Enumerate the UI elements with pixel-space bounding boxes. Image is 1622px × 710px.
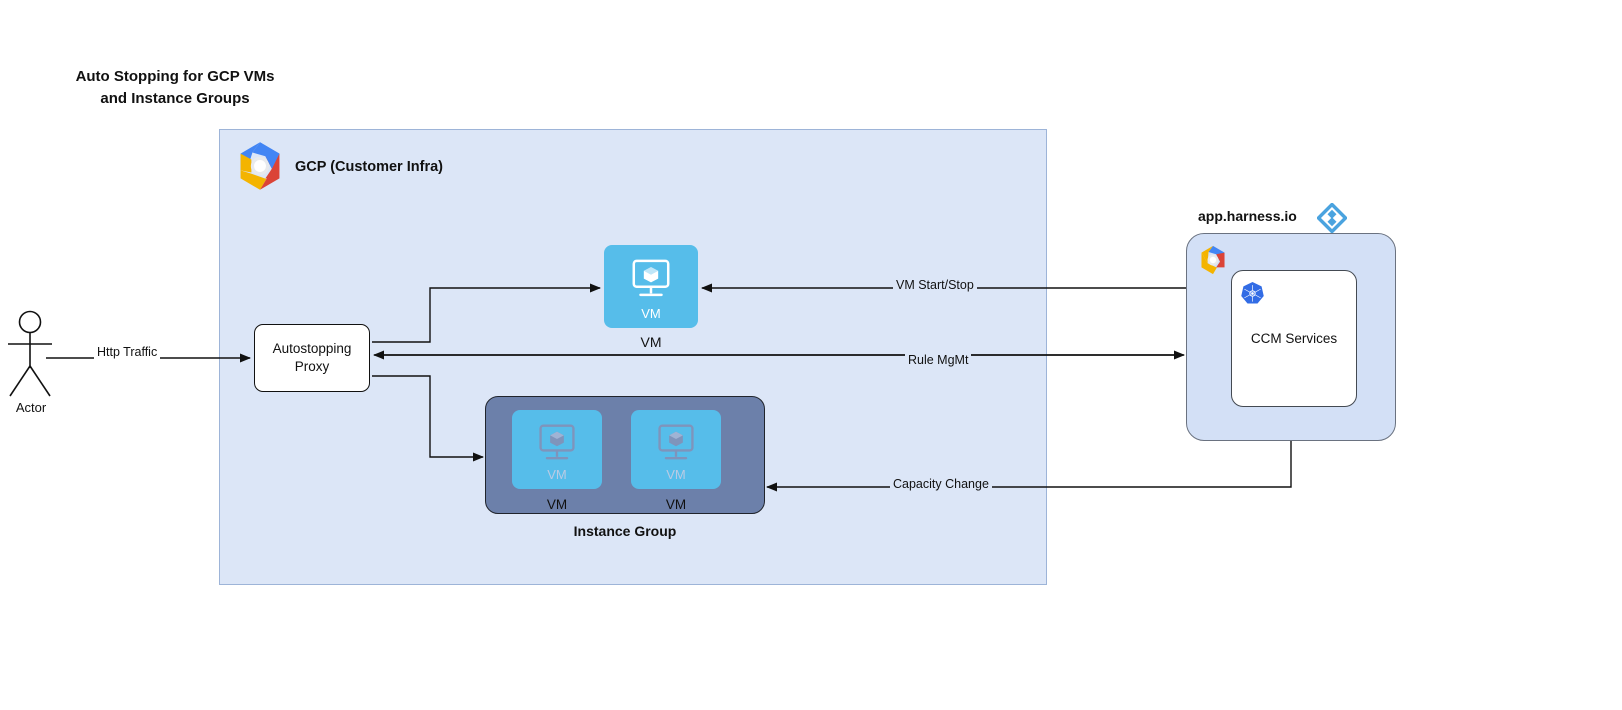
edge-label-vm-start-stop: VM Start/Stop — [893, 278, 977, 292]
harness-diamond-logo-icon — [1316, 202, 1348, 238]
vm-inner-label: VM — [547, 467, 567, 482]
instance-group-caption: Instance Group — [573, 523, 677, 539]
autostopping-proxy-node[interactable]: Autostopping Proxy — [254, 324, 370, 392]
instance-group-vm-caption-1: VM — [546, 497, 568, 512]
gcp-container-label: GCP (Customer Infra) — [295, 159, 443, 175]
edge-label-capacity-change: Capacity Change — [890, 477, 992, 491]
vm-monitor-cube-icon — [512, 423, 602, 465]
ccm-services-label: CCM Services — [1250, 331, 1338, 346]
vm-node[interactable]: VM — [604, 245, 698, 328]
vm-inner-label: VM — [641, 306, 661, 321]
vm-caption: VM — [640, 334, 662, 350]
gcp-hexagon-logo-icon — [1197, 244, 1229, 281]
kubernetes-helm-icon — [1240, 281, 1265, 311]
instance-group-vm-caption-2: VM — [665, 497, 687, 512]
edge-label-rule-mgmt: Rule MgMt — [905, 353, 972, 367]
instance-group-vm-node-2[interactable]: VM — [631, 410, 721, 489]
page-title: Auto Stopping for GCP VMs and Instance G… — [75, 68, 275, 107]
actor-stick-figure-icon — [0, 310, 60, 405]
vm-monitor-cube-icon — [604, 258, 698, 302]
gcp-hexagon-logo-icon — [233, 139, 287, 198]
actor-label: Actor — [15, 400, 47, 415]
instance-group-vm-node-1[interactable]: VM — [512, 410, 602, 489]
vm-monitor-cube-icon — [631, 423, 721, 465]
vm-inner-label: VM — [666, 467, 686, 482]
autostopping-proxy-label: Autostopping Proxy — [272, 340, 352, 374]
harness-title: app.harness.io — [1198, 208, 1297, 224]
edge-label-http-traffic: Http Traffic — [94, 345, 161, 359]
